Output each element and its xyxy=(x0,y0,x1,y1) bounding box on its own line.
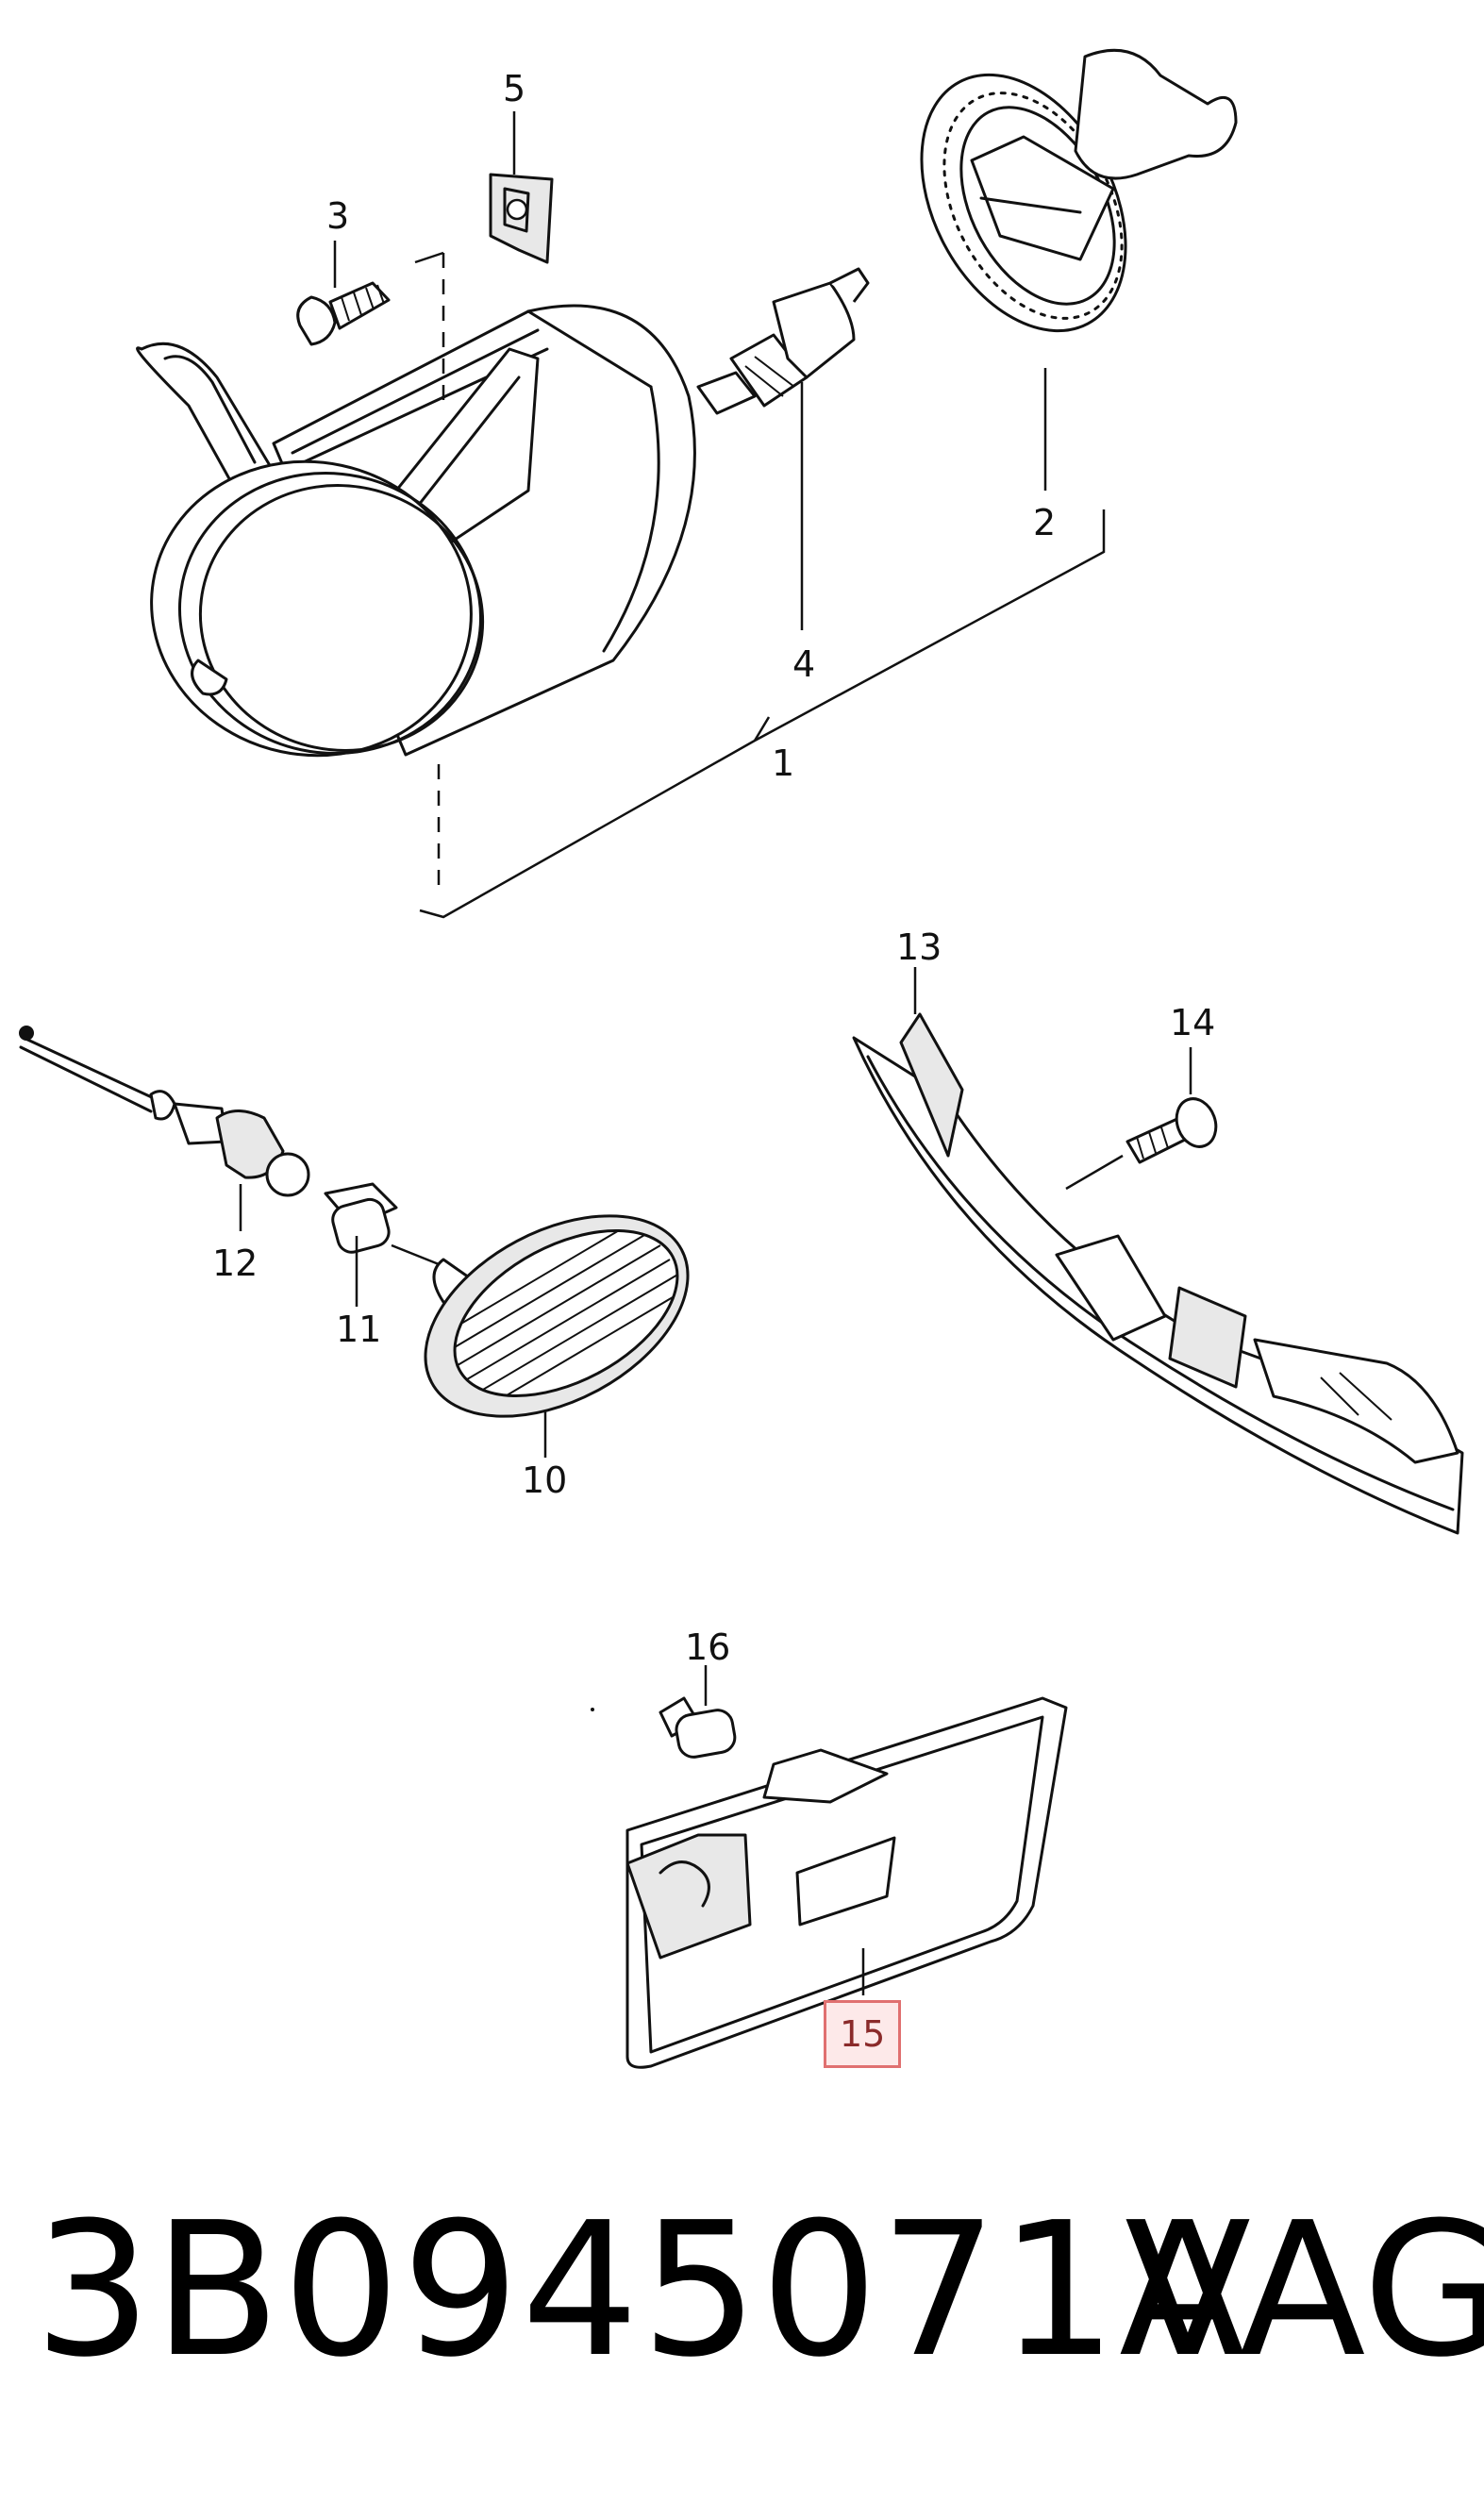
callout-2: 2 xyxy=(1033,502,1057,543)
callout-15-highlighted: 15 xyxy=(824,2000,902,2068)
bulb-socket-wire xyxy=(19,1026,310,1231)
seal-ring xyxy=(920,48,1238,491)
side-marker-lamp xyxy=(424,1214,690,1458)
part-number: 3B0945071A xyxy=(34,2183,1248,2398)
brand-name: VAG xyxy=(1125,2183,1484,2398)
side-indicator-lamp xyxy=(625,1696,1068,2069)
callout-16: 16 xyxy=(685,1627,731,1668)
callout-14: 14 xyxy=(1170,1002,1216,1043)
bolt xyxy=(1065,1047,1218,1191)
callout-11: 11 xyxy=(336,1309,382,1350)
exploded-parts-diagram xyxy=(19,48,1464,2069)
wedge-bulb xyxy=(324,1182,440,1307)
callout-13: 13 xyxy=(896,926,942,968)
callout-12: 12 xyxy=(212,1243,258,1284)
callout-4: 4 xyxy=(792,643,816,685)
callout-1: 1 xyxy=(772,742,795,784)
screw xyxy=(296,241,391,346)
callout-10: 10 xyxy=(522,1460,568,1501)
halogen-bulb xyxy=(696,267,870,630)
callout-5: 5 xyxy=(503,68,526,109)
spring-clip xyxy=(489,111,554,264)
rear-lamp-cluster xyxy=(852,967,1464,1535)
fog-lamp-housing xyxy=(136,304,696,758)
callout-3: 3 xyxy=(326,195,350,237)
indicator-bulb xyxy=(591,1665,737,1759)
